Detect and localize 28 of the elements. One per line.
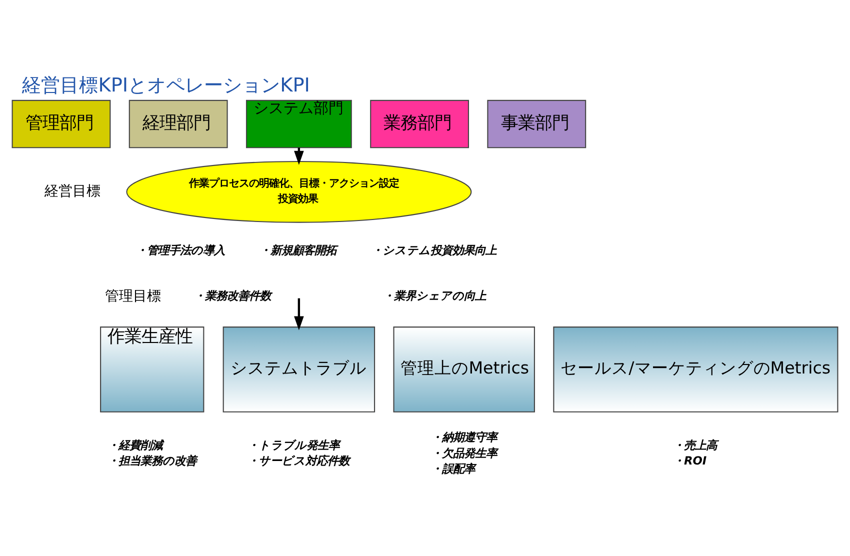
node-label: ・売上高 — [672, 438, 717, 452]
node-label: ・欠品発生率 — [430, 446, 497, 460]
label: ・新規顧客開拓 — [260, 243, 337, 258]
node-label: ・担当業務の改善 — [108, 454, 197, 468]
label: 経営目標 — [44, 183, 101, 200]
node-label: ・トラブル発生率 — [247, 438, 340, 452]
node-box: 作業生産性 — [100, 326, 204, 412]
node-box: 事業部門 — [487, 100, 586, 148]
node-label: ・サービス対応件数 — [247, 454, 350, 468]
node-box: 経理部門 — [128, 100, 228, 148]
node-box: 管理部門 — [12, 100, 111, 148]
node-label: ・ROI — [672, 454, 707, 468]
arrow — [294, 298, 304, 330]
node-box: システム部門 — [246, 100, 352, 148]
node-box: 業務部門 — [370, 100, 469, 148]
node-box: セールス/マーケティングのMetrics — [553, 326, 838, 412]
label: ・業務改善件数 — [194, 288, 272, 302]
node-label: ・誤配率 — [430, 461, 475, 476]
node-box: システムトラブル — [222, 326, 376, 412]
label: ・管理手法の導入 — [136, 243, 225, 258]
diagram-title: 経営目標KPIとオペレーションKPI — [22, 73, 310, 96]
node-ellipse: 作業プロセスの明確化、目標・アクション設定 投資効果 — [126, 160, 472, 223]
label: 管理目標 — [104, 288, 161, 305]
node-label: ・納期遵守率 — [430, 430, 497, 444]
node-label: ・経費削減 — [108, 438, 163, 452]
label: ・業界シェアの向上 — [382, 288, 486, 302]
node-box: 管理上のMetrics — [393, 326, 535, 412]
label: ・システム投資効果向上 — [371, 243, 496, 258]
